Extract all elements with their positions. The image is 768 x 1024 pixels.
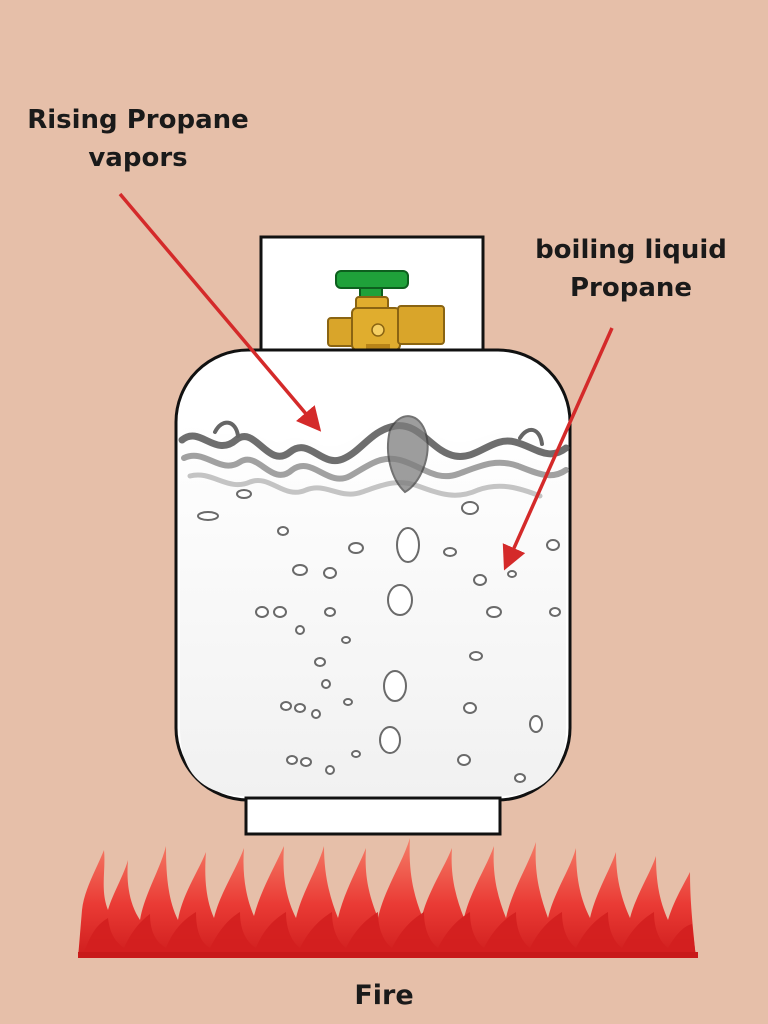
arrow-rising-vapors (118, 192, 322, 432)
label-boiling-liquid-propane: boiling liquid Propane (516, 232, 746, 307)
boiling-surface (178, 415, 570, 499)
label-rising-line1: Rising Propane (27, 105, 249, 135)
liquid-propane (180, 417, 566, 796)
bubbles (197, 489, 561, 783)
arrow-boiling-liquid (502, 327, 614, 571)
label-rising-line2: vapors (88, 142, 188, 173)
label-boiling-line2: Propane (569, 272, 693, 303)
label-fire: Fire (354, 980, 414, 1011)
label-boiling-line1: boiling liquid (535, 235, 727, 265)
label-rising-propane-vapors: Rising Propane vapors (10, 102, 266, 177)
valve-icon (327, 270, 445, 351)
fire-icon (78, 838, 698, 958)
tank-foot-ring (244, 796, 502, 836)
